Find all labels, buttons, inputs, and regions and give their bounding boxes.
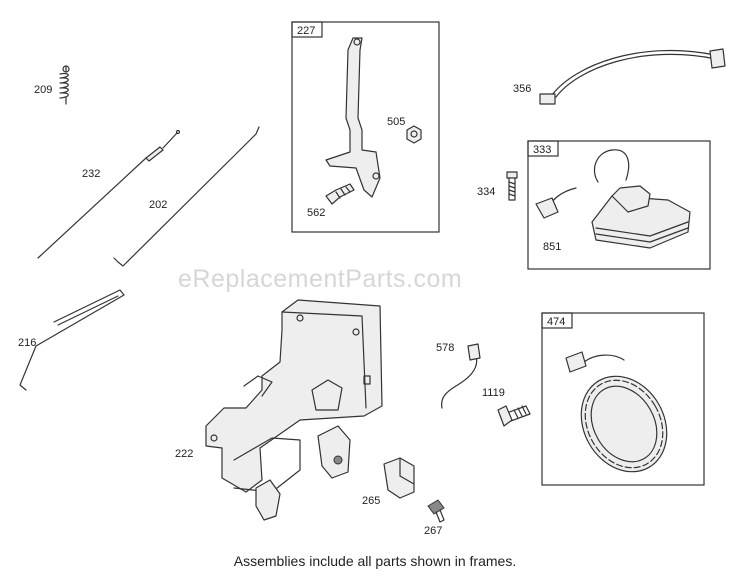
alternator-474[interactable] (564, 351, 683, 487)
wire-356[interactable] (539, 48, 726, 105)
callout-209: 209 (34, 84, 52, 96)
clip-265[interactable] (383, 457, 415, 499)
callout-265: 265 (362, 495, 380, 507)
callout-267: 267 (424, 525, 442, 537)
callout-232: 232 (82, 168, 100, 180)
callout-1119: 1119 (482, 387, 505, 399)
frame-227-label-box (291, 21, 323, 38)
callout-216: 216 (18, 337, 36, 349)
bent-rod-216[interactable] (19, 289, 125, 391)
callout-222: 222 (175, 448, 193, 460)
cable-232[interactable] (37, 129, 181, 259)
callout-505: 505 (387, 116, 405, 128)
callout-562: 562 (307, 207, 325, 219)
callout-202: 202 (149, 199, 167, 211)
frame-474-label-box (541, 312, 573, 329)
callout-334: 334 (477, 186, 495, 198)
screw-267[interactable] (427, 499, 445, 523)
watermark: eReplacementParts.com (178, 265, 462, 293)
nut-505[interactable] (406, 125, 422, 144)
frame-333 (527, 140, 711, 270)
spring-209[interactable] (59, 65, 70, 105)
callout-578: 578 (436, 342, 454, 354)
rod-202[interactable] (113, 126, 260, 267)
frame-474 (541, 312, 705, 486)
callout-851: 851 (543, 241, 561, 253)
callout-356: 356 (513, 83, 531, 95)
frame-227 (291, 21, 440, 233)
frame-333-label: 333 (533, 144, 551, 156)
caption: Assemblies include all parts shown in fr… (233, 553, 517, 569)
control-bracket-222[interactable] (205, 299, 383, 521)
governor-lever-227[interactable] (325, 37, 381, 198)
frame-227-label: 227 (297, 25, 315, 37)
ignition-armature-333[interactable] (535, 149, 691, 249)
screw-1119[interactable] (497, 405, 531, 427)
bolt-562[interactable] (325, 183, 355, 205)
frame-333-label-box (527, 140, 559, 157)
frame-474-label: 474 (547, 316, 565, 328)
screw-334[interactable] (506, 171, 518, 201)
wire-lead-578[interactable] (441, 343, 481, 409)
